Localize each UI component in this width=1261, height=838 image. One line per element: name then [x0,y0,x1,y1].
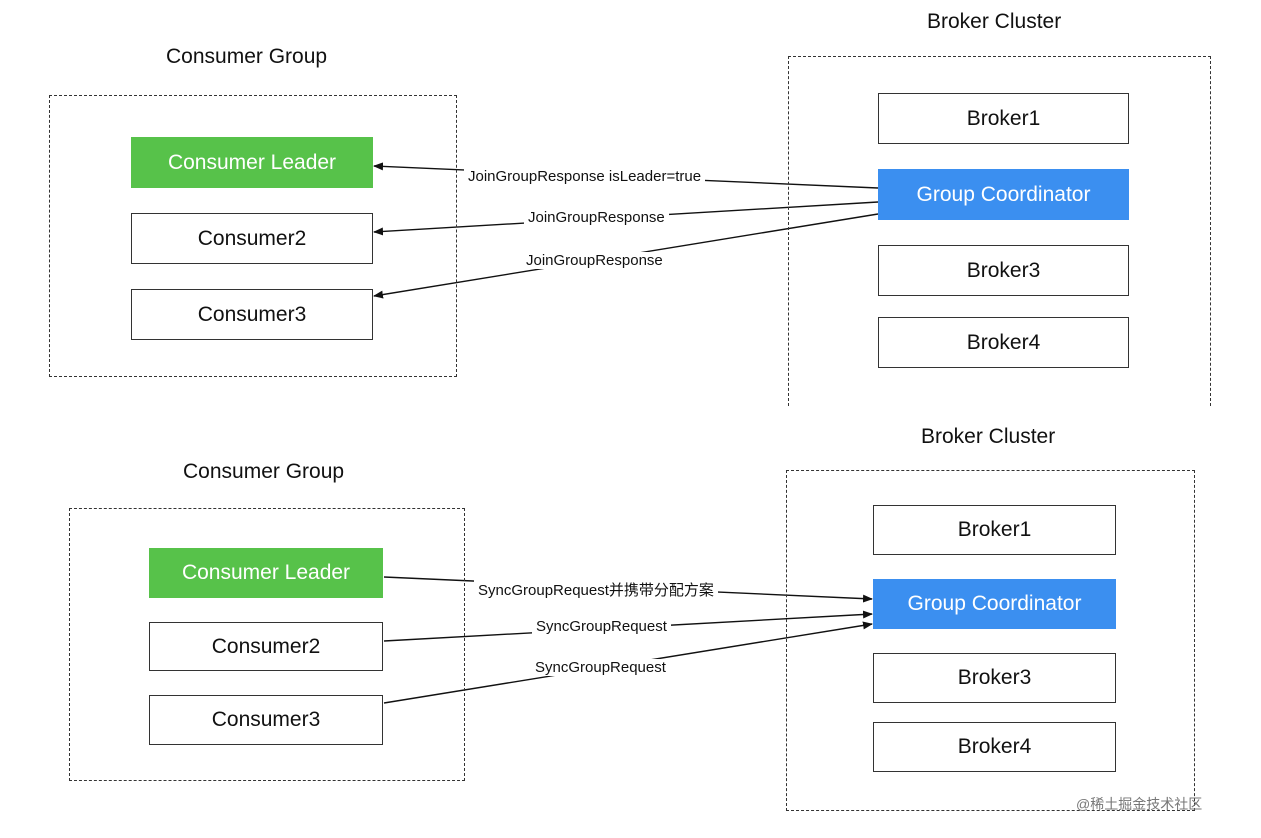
top-broker4: Broker4 [878,317,1129,368]
top-consumer3: Consumer3 [131,289,373,340]
top-broker-cluster-title: Broker Cluster [927,10,1062,33]
top-consumer-group-title: Consumer Group [166,45,328,68]
bottom-consumer3: Consumer3 [149,695,383,745]
top-broker1: Broker1 [878,93,1129,144]
bottom-arrow-label-3: SyncGroupRequest [531,659,670,676]
top-group-coordinator: Group Coordinator [878,169,1129,220]
bottom-consumer-leader: Consumer Leader [149,548,383,598]
top-consumer-leader: Consumer Leader [131,137,373,188]
top-broker3: Broker3 [878,245,1129,296]
top-arrow-label-2: JoinGroupResponse [524,209,669,226]
bottom-group-coordinator: Group Coordinator [873,579,1116,629]
bottom-broker4: Broker4 [873,722,1116,772]
top-consumer2: Consumer2 [131,213,373,264]
bottom-broker1: Broker1 [873,505,1116,555]
bottom-arrow-label-2: SyncGroupRequest [532,618,671,635]
bottom-consumer-group-frame [69,508,465,781]
top-consumer-group-frame [49,95,457,377]
bottom-broker-cluster-frame [786,470,1195,811]
top-arrow-label-3: JoinGroupResponse [522,252,667,269]
bottom-broker3: Broker3 [873,653,1116,703]
bottom-broker-cluster-title: Broker Cluster [921,425,1056,448]
top-broker-cluster-frame [788,56,1211,406]
top-arrow-label-1: JoinGroupResponse isLeader=true [464,168,706,185]
bottom-consumer2: Consumer2 [149,622,383,671]
bottom-consumer-group-title: Consumer Group [183,460,345,483]
bottom-arrow-label-1: SyncGroupRequest并携带分配方案 [474,579,718,600]
watermark: @稀土掘金技术社区 [1076,796,1203,812]
